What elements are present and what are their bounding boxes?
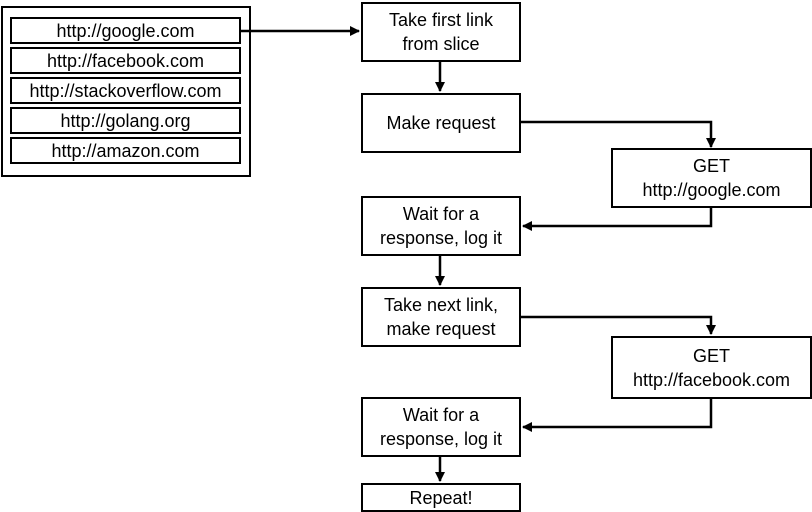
- link-slice-item: http://stackoverflow.com: [10, 77, 241, 104]
- make-request-node: Make request: [361, 93, 521, 153]
- wait-response-node-2: Wait for a response, log it: [361, 397, 521, 457]
- repeat-node: Repeat!: [361, 483, 521, 512]
- arrow-get-facebook-to-wait-2: [522, 399, 713, 432]
- wait-response-node-1: Wait for a response, log it: [361, 196, 521, 256]
- take-next-link-node: Take next link, make request: [361, 287, 521, 347]
- arrow-take-next-to-get-facebook: [521, 315, 716, 335]
- link-slice-item: http://google.com: [10, 17, 241, 44]
- link-slice-item: http://amazon.com: [10, 137, 241, 164]
- link-slice-item: http://facebook.com: [10, 47, 241, 74]
- arrow-get-google-to-wait-1: [522, 207, 713, 231]
- arrow-make-request-to-get-google: [521, 120, 716, 148]
- link-slice-container: [1, 6, 251, 177]
- get-facebook-node: GET http://facebook.com: [611, 336, 812, 399]
- take-first-link-node: Take first link from slice: [361, 2, 521, 62]
- get-google-node: GET http://google.com: [611, 148, 812, 208]
- link-slice-item: http://golang.org: [10, 107, 241, 134]
